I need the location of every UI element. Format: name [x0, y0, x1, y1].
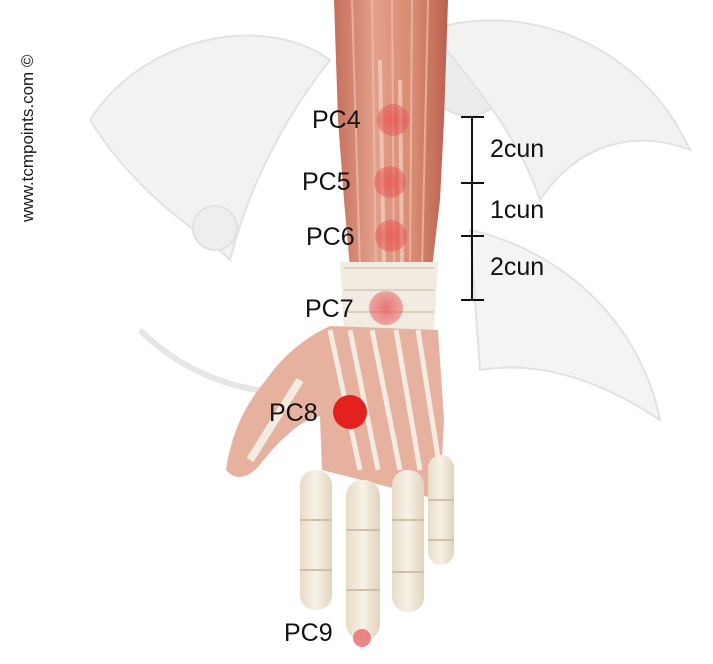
point-pc4-marker — [377, 104, 409, 136]
point-pc8-marker — [333, 395, 367, 429]
little-finger — [428, 455, 454, 565]
point-label-pc7: PC7 — [305, 295, 354, 323]
watermark-text: www.tcmpoints.com © — [18, 54, 37, 222]
measurement-label-1: 2cun — [490, 135, 545, 163]
background-watermark-art — [88, 19, 692, 423]
acupoints — [333, 104, 409, 647]
middle-finger — [346, 480, 380, 640]
ring-finger — [392, 470, 424, 612]
measurement-label-3: 2cun — [490, 253, 545, 281]
point-label-pc6: PC6 — [306, 223, 355, 251]
point-label-pc4: PC4 — [312, 106, 361, 134]
point-label-pc9: PC9 — [284, 619, 333, 647]
point-label-pc8: PC8 — [269, 399, 318, 427]
point-pc5-marker — [374, 166, 406, 198]
point-pc7-marker — [369, 291, 403, 325]
point-pc9-marker — [353, 629, 371, 647]
index-finger — [300, 470, 332, 610]
cun-measurement-scale — [461, 116, 484, 301]
hand — [226, 326, 454, 640]
measurement-label-2: 1cun — [490, 196, 545, 224]
point-label-pc5: PC5 — [302, 168, 351, 196]
point-pc6-marker — [375, 220, 407, 252]
